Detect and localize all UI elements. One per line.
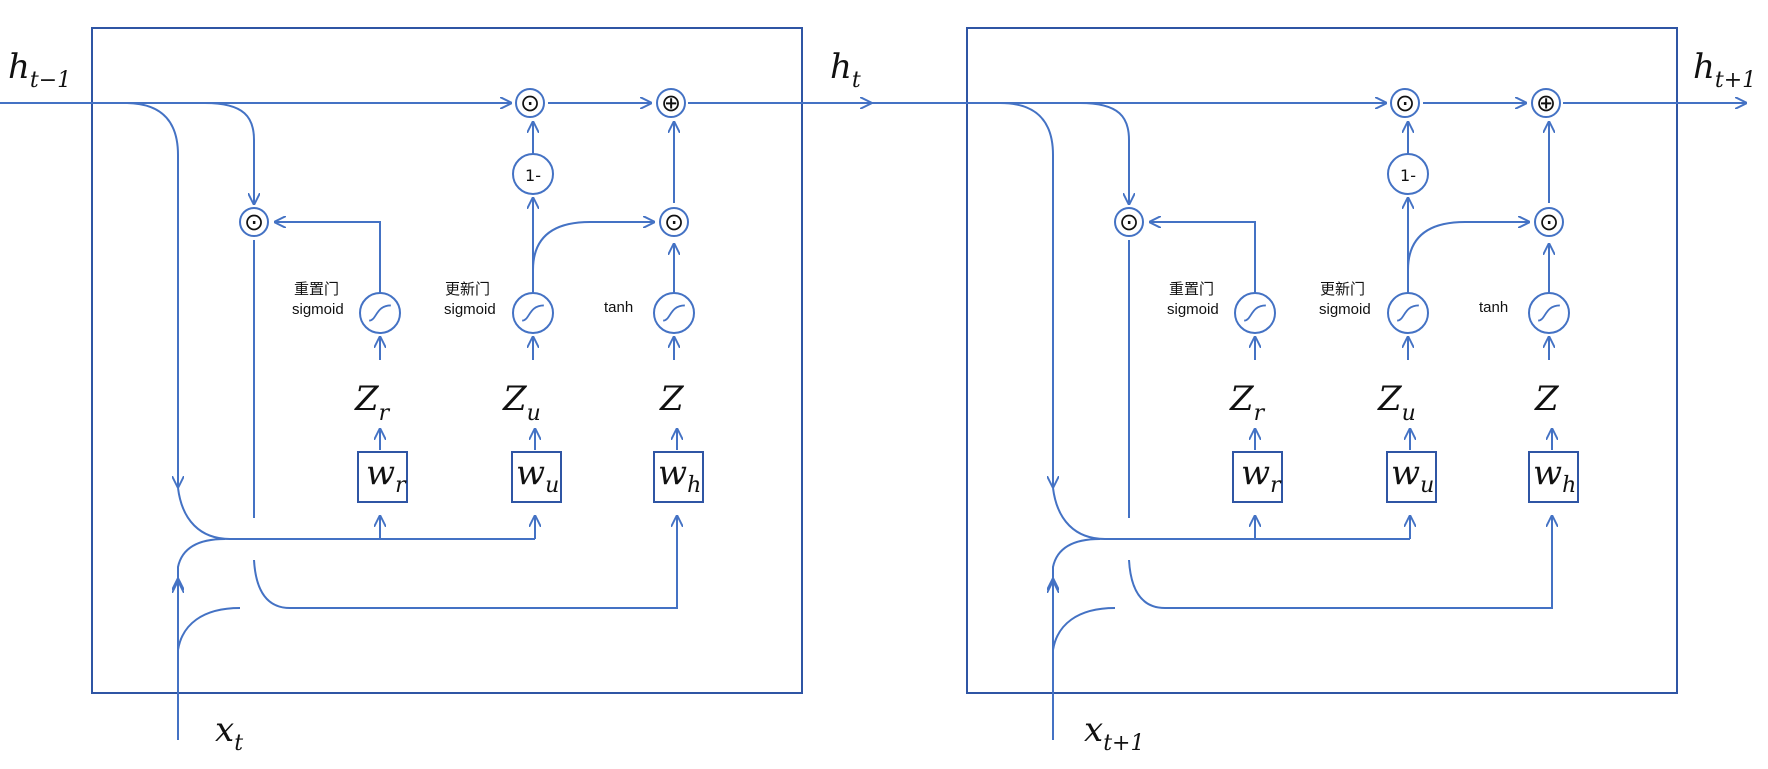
tanh-node-2 (1528, 292, 1570, 334)
svg-text:⊕: ⊕ (661, 89, 681, 117)
svg-text:wr: wr (1241, 453, 1282, 498)
h-prev-to-reset-mult-2 (1079, 102, 1129, 205)
svg-text:1-: 1- (525, 166, 541, 185)
svg-text:⊙: ⊙ (664, 208, 684, 236)
svg-text:⊙: ⊙ (520, 89, 540, 117)
z-label-2: Z (1534, 379, 1560, 419)
reset-to-wh-curve-2 (1128, 515, 1552, 609)
tanh-node-1 (653, 292, 695, 334)
svg-text:wr: wr (366, 453, 407, 498)
reset-activation-label-1: sigmoid (292, 301, 344, 318)
update-sigmoid-node-1 (512, 292, 554, 334)
svg-text:⊙: ⊙ (1395, 89, 1415, 117)
candidate-activation-label-2: tanh (1479, 299, 1508, 316)
candidate-multiply-node-2: ⊙ (1534, 207, 1564, 237)
label-x-next: xt+1 (1084, 710, 1144, 756)
z-u-label-2: Zu (1377, 379, 1416, 426)
label-x-t: xt (215, 710, 243, 756)
reset-gate-label-2: 重置门 (1169, 281, 1214, 298)
z-u-label-1: Zu (502, 379, 541, 426)
update-to-candidate-mult-1 (532, 222, 655, 271)
update-activation-label-2: sigmoid (1319, 301, 1371, 318)
reset-feedback-1 (274, 222, 381, 295)
svg-text:⊙: ⊙ (1539, 208, 1559, 236)
svg-text:wu: wu (1391, 453, 1434, 498)
top-add-node-1: ⊕ (656, 88, 686, 118)
update-gate-label-2: 更新门 (1320, 281, 1365, 298)
w-h-box-2: wh (1528, 451, 1579, 503)
z-label-1: Z (659, 379, 685, 419)
reset-sigmoid-node-2 (1234, 292, 1276, 334)
reset-multiply-node-1: ⊙ (239, 207, 269, 237)
merge-curve-b-2 (1053, 538, 1101, 581)
h-prev-down-left-1 (124, 102, 178, 488)
reset-activation-label-2: sigmoid (1167, 301, 1219, 318)
update-to-candidate-mult-2 (1407, 222, 1530, 271)
top-add-node-2: ⊕ (1531, 88, 1561, 118)
w-u-box-2: wu (1386, 451, 1437, 503)
w-h-box-1: wh (653, 451, 704, 503)
top-multiply-node-2: ⊙ (1390, 88, 1420, 118)
w-r-box-2: wr (1232, 451, 1283, 503)
merge-curve-a-2 (1052, 487, 1410, 540)
h-prev-down-left-2 (999, 102, 1053, 488)
reset-gate-label-1: 重置门 (294, 281, 339, 298)
cell-box-1 (91, 27, 803, 694)
reset-to-wh-curve-1 (253, 515, 677, 609)
merge-curve-a-1 (177, 487, 535, 540)
one-minus-node-1: 1- (512, 153, 554, 195)
svg-text:⊕: ⊕ (1536, 89, 1556, 117)
svg-text:1-: 1- (1400, 166, 1416, 185)
z-r-label-1: Zr (354, 379, 391, 426)
svg-text:⊙: ⊙ (1119, 208, 1139, 236)
update-sigmoid-node-2 (1387, 292, 1429, 334)
z-r-label-2: Zr (1229, 379, 1266, 426)
label-h-next: ht+1 (1693, 47, 1756, 93)
one-minus-node-2: 1- (1387, 153, 1429, 195)
update-gate-label-1: 更新门 (445, 281, 490, 298)
merge-curve-b-1 (178, 538, 226, 581)
gru-cell-2: ⊙ ⊕ ⊙ ⊙ 1- 重置门 sigmoi (872, 27, 1747, 740)
svg-text:wu: wu (516, 453, 559, 498)
h-prev-to-reset-mult-1 (204, 102, 254, 205)
candidate-multiply-node-1: ⊙ (659, 207, 689, 237)
label-h-t: ht (830, 47, 861, 93)
svg-text:wh: wh (658, 453, 701, 498)
w-u-box-1: wu (511, 451, 562, 503)
reset-multiply-node-2: ⊙ (1114, 207, 1144, 237)
svg-text:wh: wh (1533, 453, 1576, 498)
top-multiply-node-1: ⊙ (515, 88, 545, 118)
reset-sigmoid-node-1 (359, 292, 401, 334)
label-h-prev: ht−1 (8, 47, 71, 93)
svg-text:⊙: ⊙ (244, 208, 264, 236)
gru-cell-1: ⊙ ⊕ ⊙ ⊙ 1- 重置门 (0, 27, 872, 740)
cell-box-2 (966, 27, 1678, 694)
w-r-box-1: wr (357, 451, 408, 503)
reset-feedback-2 (1149, 222, 1256, 295)
update-activation-label-1: sigmoid (444, 301, 496, 318)
candidate-activation-label-1: tanh (604, 299, 633, 316)
